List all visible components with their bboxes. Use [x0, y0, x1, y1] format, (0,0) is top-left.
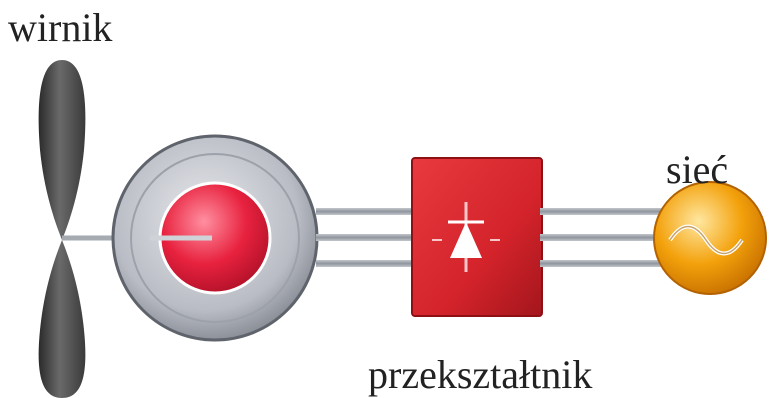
generator-stator-ring — [130, 153, 300, 323]
converter-to-grid-lines — [540, 208, 668, 267]
converter-label: przekształtnik — [368, 352, 593, 397]
grid-line-1 — [540, 208, 668, 215]
generator-to-converter-lines — [316, 208, 414, 267]
generator-icon — [111, 134, 319, 342]
grid-line-2 — [540, 234, 668, 241]
ac-sine-wave-icon — [653, 181, 767, 295]
phase-line-2 — [316, 234, 414, 241]
lower-blade — [38, 240, 86, 398]
turbine-blade-icon — [38, 60, 86, 398]
grid-line-3 — [540, 260, 668, 267]
grid-label: sieć — [666, 147, 729, 192]
phase-line-3 — [316, 260, 414, 267]
phase-line-1 — [316, 208, 414, 215]
grid-circle — [653, 181, 767, 295]
diode-triangle — [450, 222, 482, 258]
rotor-label: wirnik — [8, 5, 113, 50]
sine-wave-inner — [669, 225, 743, 255]
converter-box — [411, 157, 543, 317]
diode-rectifier-icon — [411, 157, 543, 317]
upper-blade — [38, 60, 86, 240]
